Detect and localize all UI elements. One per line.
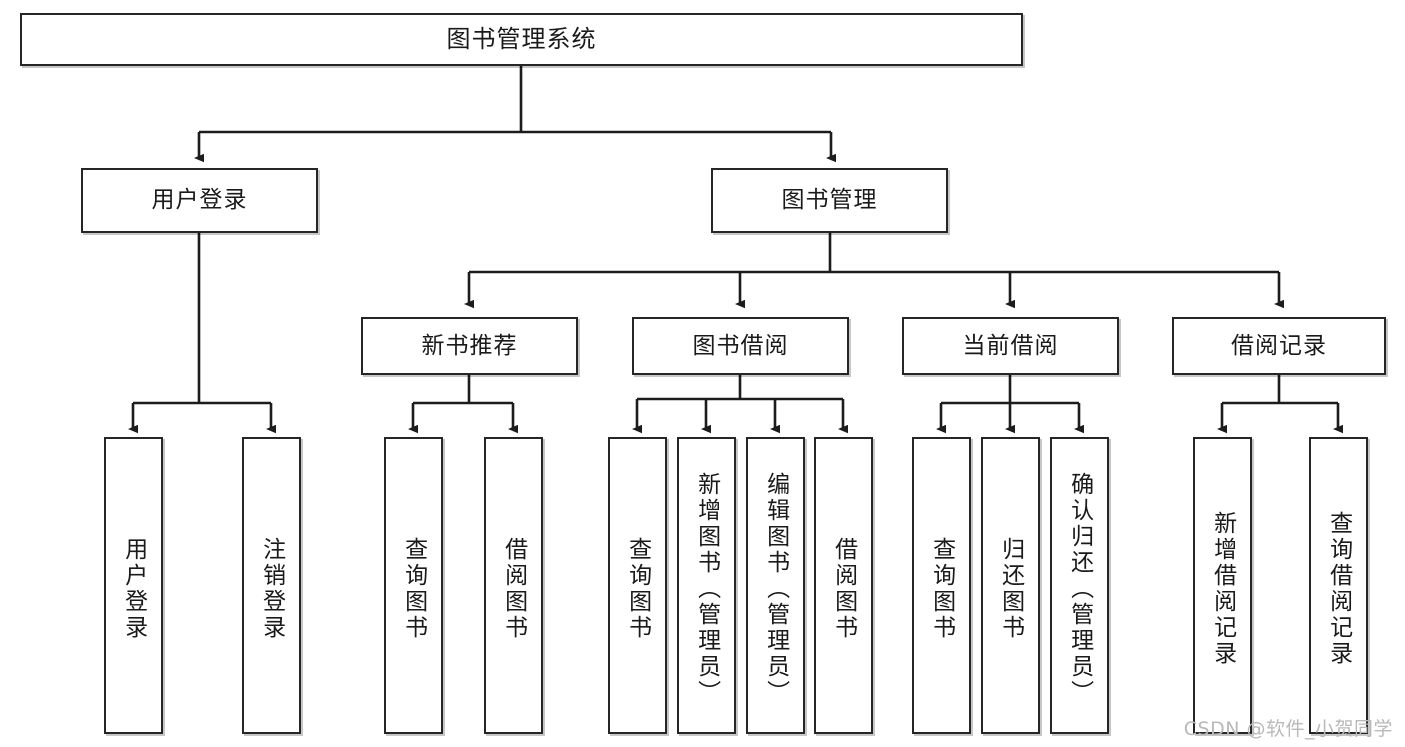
node-label: 编辑图书（管理员）	[762, 471, 789, 706]
node-label: 确认归还（管理员）	[1066, 471, 1093, 706]
node-label: 归还图书	[997, 536, 1024, 641]
leaf-current-borrow-confirm-return-admin[interactable]: 确认归还（管理员）	[1050, 437, 1109, 734]
node-current-borrow[interactable]: 当前借阅	[902, 317, 1119, 375]
csdn-watermark: CSDN @软件_小贺同学	[1183, 718, 1393, 740]
node-label: 查询图书	[928, 536, 955, 641]
leaf-book-borrow-edit-book-admin[interactable]: 编辑图书（管理员）	[746, 437, 805, 734]
node-label: 图书管理系统	[446, 24, 597, 53]
leaf-borrow-record-add-record[interactable]: 新增借阅记录	[1193, 437, 1252, 734]
node-label: 查询图书	[400, 536, 427, 641]
leaf-book-borrow-borrow-book[interactable]: 借阅图书	[814, 437, 873, 734]
node-label: 借阅图书	[500, 536, 527, 641]
leaf-current-borrow-return-book[interactable]: 归还图书	[981, 437, 1040, 734]
leaf-new-book-query-book[interactable]: 查询图书	[384, 437, 443, 734]
node-user-login[interactable]: 用户登录	[81, 168, 318, 233]
node-label: 借阅记录	[1231, 332, 1327, 359]
node-label: 新增借阅记录	[1209, 510, 1236, 667]
node-root-book-management-system[interactable]: 图书管理系统	[20, 13, 1023, 66]
node-label: 用户登录	[151, 187, 248, 214]
leaf-current-borrow-query-book[interactable]: 查询图书	[912, 437, 971, 734]
node-label: 借阅图书	[830, 536, 857, 641]
leaf-book-borrow-add-book-admin[interactable]: 新增图书（管理员）	[677, 437, 736, 734]
node-label: 查询借阅记录	[1325, 510, 1352, 667]
node-label: 图书管理	[781, 187, 878, 214]
node-label: 图书借阅	[692, 332, 789, 359]
node-label: 注销登录	[258, 536, 285, 641]
leaf-new-book-borrow-book[interactable]: 借阅图书	[484, 437, 543, 734]
node-book-borrow[interactable]: 图书借阅	[632, 317, 849, 375]
leaf-borrow-record-query-record[interactable]: 查询借阅记录	[1309, 437, 1368, 734]
node-new-book-recommend[interactable]: 新书推荐	[361, 317, 578, 375]
node-label: 当前借阅	[962, 332, 1059, 359]
leaf-user-login-login[interactable]: 用户登录	[104, 437, 163, 734]
node-label: 用户登录	[120, 536, 147, 641]
leaf-book-borrow-query-book[interactable]: 查询图书	[608, 437, 667, 734]
node-label: 新书推荐	[421, 332, 518, 359]
leaf-user-login-logout[interactable]: 注销登录	[242, 437, 301, 734]
node-label: 查询图书	[624, 536, 651, 641]
node-borrow-record[interactable]: 借阅记录	[1172, 317, 1386, 375]
node-label: 新增图书（管理员）	[693, 471, 720, 706]
node-book-management[interactable]: 图书管理	[711, 168, 948, 233]
